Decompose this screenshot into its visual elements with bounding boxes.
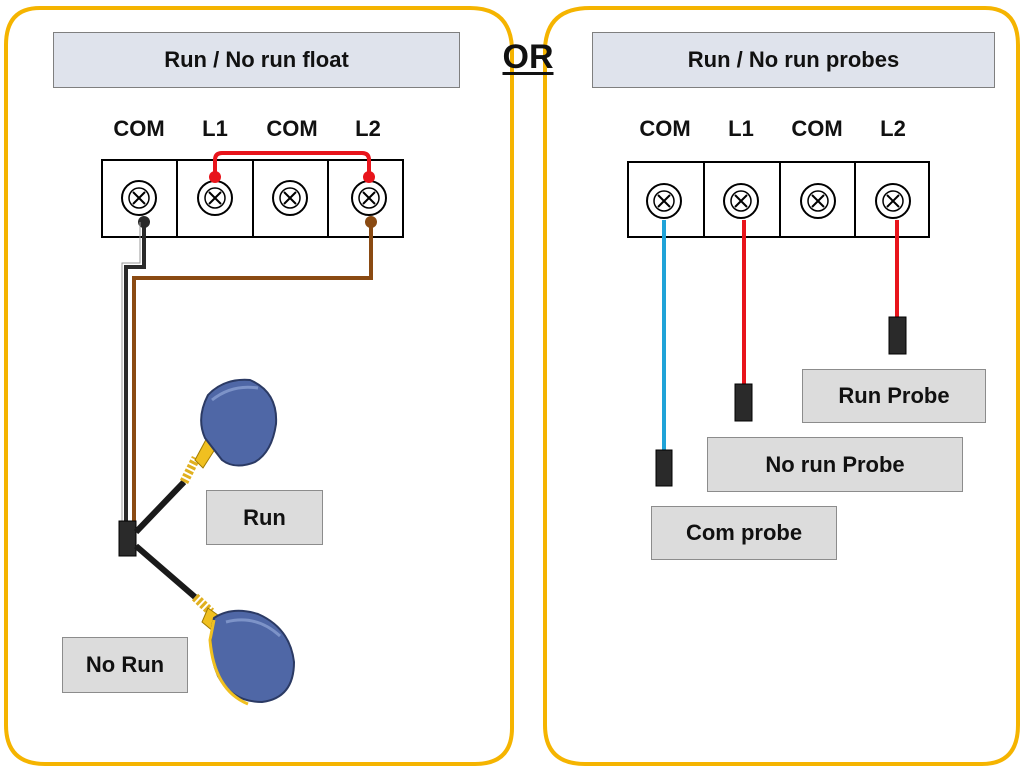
terminal-label-l1: L1 <box>202 116 228 141</box>
jumper-wire-red <box>213 151 371 176</box>
screw-icon <box>121 180 157 216</box>
left-panel-title: Run / No run float <box>53 32 460 88</box>
right-panel-border <box>543 6 1020 766</box>
left-panel-border-lower <box>4 6 514 766</box>
terminal-label-l2: L2 <box>355 116 381 141</box>
com-probe-icon <box>655 449 673 487</box>
screw-icon <box>351 180 387 216</box>
jumper-dot <box>363 171 375 183</box>
screw-icon <box>875 183 911 219</box>
terminal-label-com: COM <box>639 116 691 141</box>
run-label: Run <box>206 490 323 545</box>
jumper-dot <box>209 171 221 183</box>
screw-icon <box>272 180 308 216</box>
float-wire-run <box>133 479 187 535</box>
no-run-label: No Run <box>62 637 188 693</box>
run-probe-label: Run Probe <box>802 369 986 423</box>
screw-icon <box>646 183 682 219</box>
left-panel-border <box>40 6 514 95</box>
cable-junction <box>118 520 137 557</box>
or-separator: OR <box>502 38 554 76</box>
brown-wire <box>132 222 373 522</box>
float-wire-norun <box>134 543 197 600</box>
float-switch-icon <box>179 378 278 485</box>
com-probe-label: Com probe <box>651 506 837 560</box>
float-switch-icon <box>191 593 296 706</box>
terminal-label-com: COM <box>113 116 165 141</box>
terminal-label-l2: L2 <box>880 116 906 141</box>
norun-probe-icon <box>734 383 753 422</box>
black-wire <box>124 222 146 522</box>
screw-icon <box>723 183 759 219</box>
right-panel-title: Run / No run probes <box>592 32 995 88</box>
screw-icon <box>800 183 836 219</box>
screw-icon <box>197 180 233 216</box>
terminal-label-com: COM <box>266 116 318 141</box>
terminal-label-l1: L1 <box>728 116 754 141</box>
no-run-probe-label: No run Probe <box>707 437 963 492</box>
terminal-label-com: COM <box>791 116 843 141</box>
run-probe-icon <box>888 316 907 355</box>
